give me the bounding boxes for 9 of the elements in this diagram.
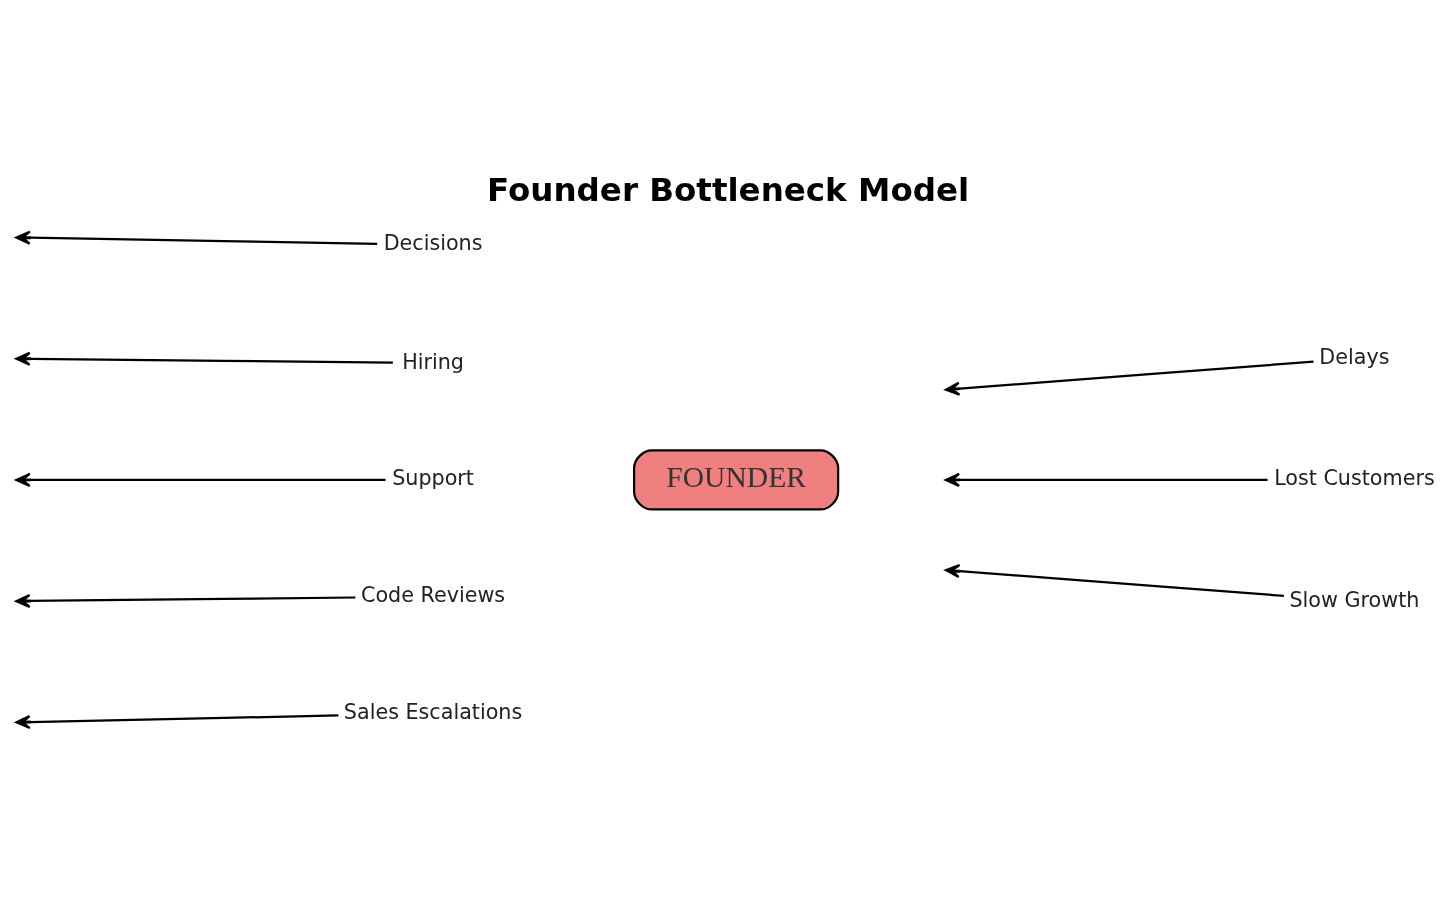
node-text: Lost Customers <box>1274 465 1435 490</box>
node-text: Sales Escalations <box>343 699 523 724</box>
node-text: Delays <box>1319 344 1390 369</box>
node-text: Code Reviews <box>360 582 506 607</box>
node-text: Hiring <box>402 349 464 374</box>
diagram-title: Founder Bottleneck Model <box>487 170 970 209</box>
node-text: Decisions <box>383 230 483 255</box>
node-text: Support <box>392 465 474 490</box>
node-text: Slow Growth <box>1289 587 1420 612</box>
